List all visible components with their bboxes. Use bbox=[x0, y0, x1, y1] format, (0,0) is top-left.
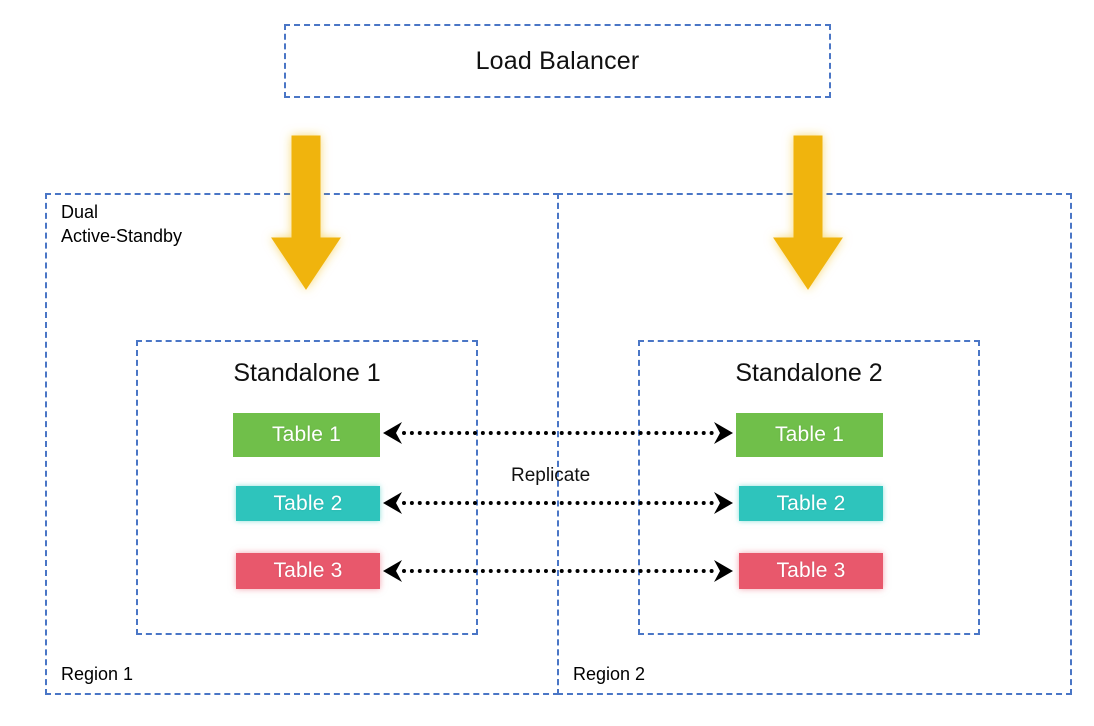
replicate-caption: Replicate bbox=[511, 465, 591, 486]
down-arrow-icon-region-2 bbox=[773, 135, 843, 290]
region-1-table-1-label: Table 1 bbox=[271, 423, 342, 446]
region-1-table-2-chip[interactable]: Table 2 bbox=[236, 486, 380, 521]
region-1-table-1-chip[interactable]: Table 1 bbox=[233, 413, 380, 457]
dual-active-standby-note: Dual Active-Standby bbox=[61, 202, 183, 246]
region-2-table-2-chip[interactable]: Table 2 bbox=[739, 486, 883, 521]
region-2-table-3-chip[interactable]: Table 3 bbox=[739, 553, 883, 589]
standalone-1-box[interactable]: Standalone 1 bbox=[136, 340, 478, 635]
region-2-table-1-chip[interactable]: Table 1 bbox=[736, 413, 883, 457]
standalone-1-title: Standalone 1 bbox=[233, 359, 381, 387]
down-arrow-icon-region-1 bbox=[271, 135, 341, 290]
standalone-2-box[interactable]: Standalone 2 bbox=[638, 340, 980, 635]
standalone-2-title: Standalone 2 bbox=[735, 359, 883, 387]
load-balancer-box[interactable]: Load Balancer bbox=[284, 24, 831, 98]
region-2-label: Region 2 bbox=[573, 664, 646, 684]
region-1-table-2-label: Table 2 bbox=[273, 491, 343, 515]
region-1-label: Region 1 bbox=[61, 664, 134, 684]
region-1-table-3-chip[interactable]: Table 3 bbox=[236, 553, 380, 589]
region-1-table-3-label: Table 3 bbox=[273, 559, 343, 582]
region-2-table-2-label: Table 2 bbox=[776, 491, 846, 515]
load-balancer-label: Load Balancer bbox=[475, 46, 640, 75]
region-2-table-1-label: Table 1 bbox=[774, 423, 845, 446]
region-2-table-3-label: Table 3 bbox=[776, 559, 846, 582]
